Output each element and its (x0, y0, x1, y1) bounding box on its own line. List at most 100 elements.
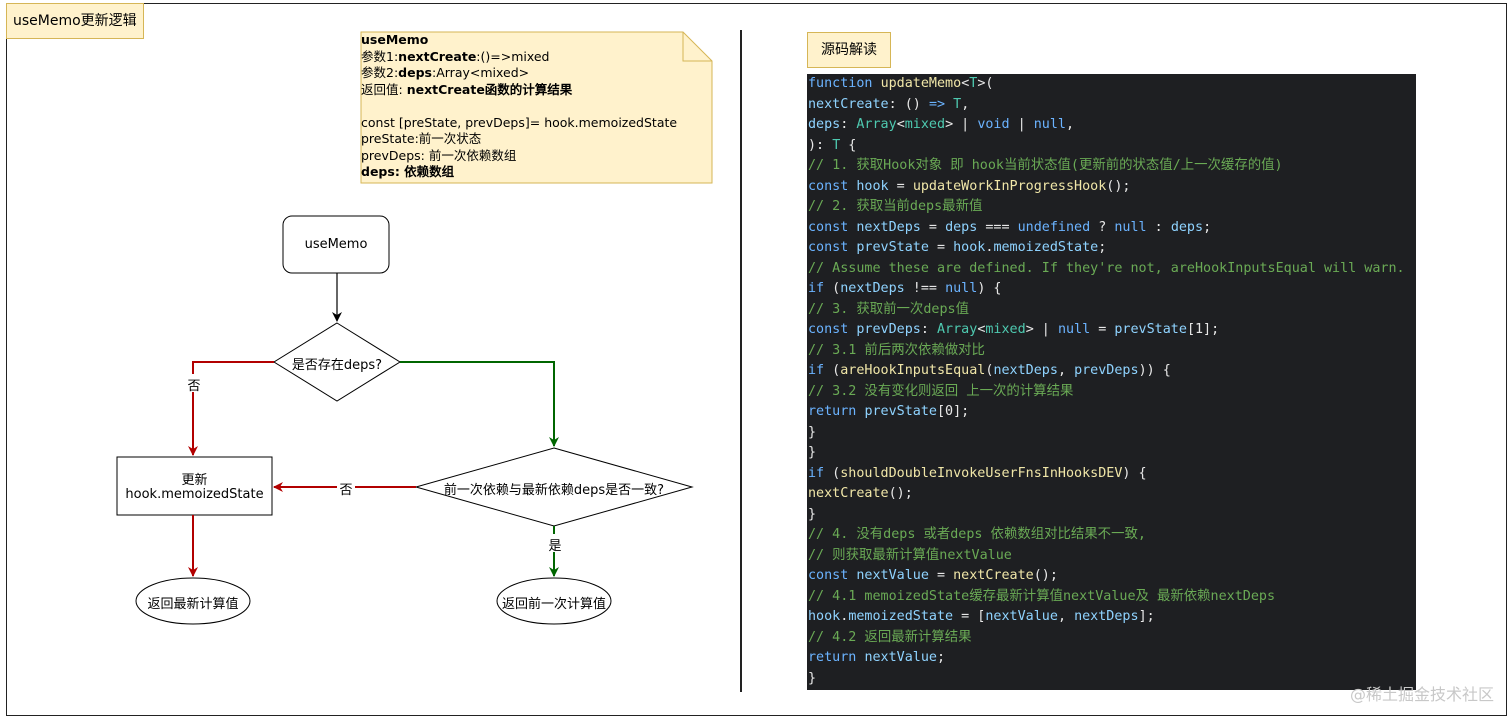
code-token: } (808, 506, 817, 522)
code-token: // 4. 没有deps 或者deps 依赖数组对比结果不一致, (808, 527, 1146, 542)
code-token: hook (856, 178, 889, 194)
code-token: : (1146, 219, 1171, 235)
code-token: (); (888, 486, 913, 501)
code-token: shouldDoubleInvokeUserFnsInHooksDEV (840, 465, 1123, 481)
code-line: // 4. 没有deps 或者deps 依赖数组对比结果不一致, (807, 525, 1416, 546)
code-token: prevState (1114, 322, 1187, 337)
note-line: useMemo (361, 32, 701, 49)
code-token: ( (824, 281, 841, 296)
code-token: nextCreate (808, 486, 889, 501)
code-token: hook (953, 240, 986, 255)
note-text: :Array<mixed> (432, 65, 530, 80)
code-token: (); (1033, 568, 1058, 583)
code-line: hook.memoizedState = [nextValue, nextDep… (807, 607, 1416, 628)
note-text: 参数1: (361, 48, 399, 64)
code-token: ( (824, 465, 841, 481)
note-text: :()=>mixed (476, 48, 550, 64)
code-token: )) { (1138, 363, 1171, 378)
edge-label-yes: 是 (548, 539, 562, 554)
code-token: nextDeps (840, 281, 905, 296)
code-token: = (928, 568, 954, 583)
code-line: // 则获取最新计算值nextValue (807, 546, 1416, 567)
code-token: if (808, 281, 825, 296)
code-token: ; (937, 650, 946, 665)
code-line: // 3. 获取前一次deps值 (807, 300, 1416, 321)
end-return-prev (496, 577, 612, 625)
code-line: if (shouldDoubleInvokeUserFnsInHooksDEV)… (807, 464, 1416, 485)
code-line: const prevState = hook.memoizedState; (807, 238, 1416, 259)
code-line: const nextValue = nextCreate(); (807, 566, 1416, 587)
code-token: Array (856, 117, 897, 132)
end-return-prev-label: 返回前一次计算值 (501, 597, 606, 612)
code-token: nextValue (864, 650, 937, 665)
code-token: const (808, 240, 857, 255)
code-line: } (807, 423, 1416, 444)
code-token: void (977, 117, 1010, 132)
code-token: if (808, 363, 825, 378)
code-token: < (896, 117, 905, 132)
code-token: return (808, 650, 865, 665)
code-token: // 则获取最新计算值nextValue (808, 547, 1012, 563)
code-line: // Assume these are defined. If they're … (807, 259, 1416, 280)
code-token: deps (945, 219, 978, 235)
end-return-new-label: 返回最新计算值 (147, 597, 239, 612)
section-title: 源码解读 (807, 32, 891, 68)
code-token: >( (977, 76, 994, 91)
update-box-line1: 更新 (181, 473, 208, 488)
code-token: const (808, 178, 857, 194)
code-panel: function updateMemo<T>(nextCreate: () =>… (807, 74, 1416, 690)
code-token: : (920, 322, 937, 337)
diagram-title: useMemo更新逻辑 (6, 3, 144, 39)
note-text: nextCreate (398, 48, 477, 64)
code-line: function updateMemo<T>( (807, 74, 1416, 95)
code-token: ) { (1122, 465, 1147, 481)
update-state-box (116, 456, 273, 516)
code-token: > | (945, 117, 978, 132)
code-token: , (961, 96, 970, 112)
watermark: @稀土掘金技术社区 (1349, 685, 1494, 704)
code-token: . (985, 240, 994, 255)
code-line: } (807, 505, 1416, 526)
code-token: areHookInputsEqual (840, 363, 986, 378)
code-token: const (808, 568, 857, 583)
code-token: ]; (1138, 609, 1155, 624)
code-token: (); (1106, 178, 1131, 194)
code-token: = (920, 219, 946, 235)
code-line: // 4.2 返回最新计算结果 (807, 628, 1416, 649)
note-text: nextCreate函数的计算结果 (406, 81, 573, 97)
decision-deps-exists-label: 是否存在deps? (291, 358, 383, 373)
code-token: deps (808, 117, 841, 132)
note-text: deps (398, 65, 432, 80)
code-token: if (808, 465, 825, 481)
code-token: null (1057, 322, 1091, 337)
code-line: } (807, 669, 1416, 690)
code-line: return prevState[0]; (807, 402, 1416, 423)
code-token: [1]; (1186, 322, 1220, 337)
decision-deps-exists (273, 322, 401, 402)
note-line: prevDeps: 前一次依赖数组 (361, 148, 701, 165)
code-token: function (808, 76, 881, 91)
code-line: // 4.1 memoizedState缓存最新计算值nextValue及 最新… (807, 587, 1416, 608)
note-text: 参数2: (361, 65, 399, 80)
code-token: const (808, 219, 857, 235)
code-token: } (808, 424, 817, 440)
code-token: nextCreate (808, 96, 889, 112)
code-token: T (953, 96, 962, 112)
code-token: } (808, 670, 817, 686)
edge-label-no-2: 否 (339, 483, 353, 498)
code-token: null (1114, 219, 1147, 235)
decision-deps-equal-label: 前一次依赖与最新依赖deps是否一致? (443, 483, 665, 498)
start-node-label: useMemo (304, 237, 368, 252)
note-line: preState:前一次状态 (361, 131, 701, 148)
note-line: 返回值: nextCreate函数的计算结果 (361, 82, 701, 99)
code-token: = [ (953, 609, 986, 624)
code-token: = (928, 240, 954, 255)
code-token: mixed (985, 322, 1026, 337)
code-line: nextCreate(); (807, 484, 1416, 505)
note-shape (360, 31, 713, 184)
code-token: const (808, 322, 857, 337)
code-token: return (808, 404, 865, 419)
code-line: // 2. 获取当前deps最新值 (807, 197, 1416, 218)
end-return-new (135, 577, 251, 625)
code-token: [0]; (937, 404, 970, 419)
